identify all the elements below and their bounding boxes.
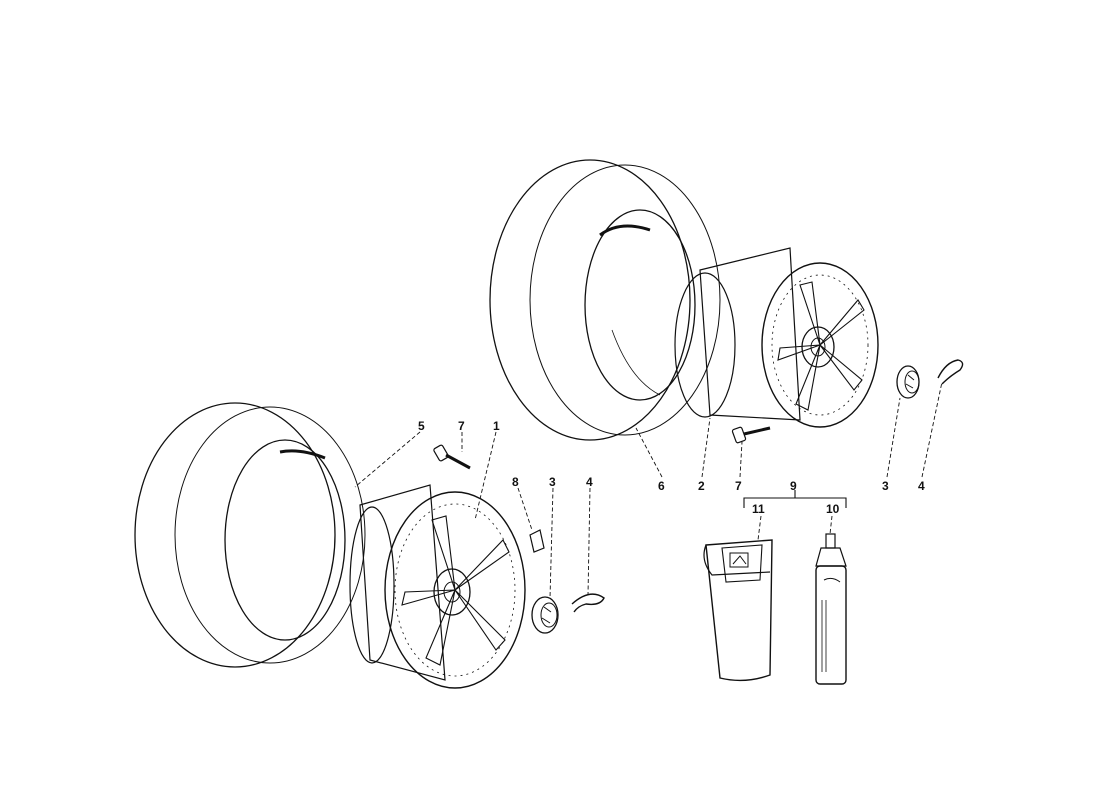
front-rim-icon	[349, 484, 526, 689]
callout-6: 6	[658, 479, 665, 493]
callout-3-front: 3	[549, 475, 556, 489]
callout-7-front: 7	[458, 419, 465, 433]
pouch-bag-icon	[703, 539, 773, 682]
leader-7b	[739, 441, 743, 478]
leader-6	[635, 427, 663, 478]
callout-1: 1	[493, 419, 500, 433]
rear-clip-icon	[937, 359, 964, 385]
leader-1	[474, 431, 497, 521]
front-tire-icon	[134, 402, 366, 668]
leader-3b	[886, 397, 901, 478]
rear-rim-icon	[674, 247, 879, 428]
front-valve-icon	[433, 444, 471, 470]
leader-2	[701, 417, 711, 478]
leader-11	[757, 515, 762, 541]
front-clip-icon	[571, 593, 605, 613]
leader-4b	[921, 381, 943, 478]
callout-5: 5	[418, 419, 425, 433]
balance-weight-icon	[529, 529, 545, 553]
bracket-9	[743, 490, 847, 508]
callout-8: 8	[512, 475, 519, 489]
callout-4-rear: 4	[918, 479, 925, 493]
rear-tire-icon	[489, 159, 721, 441]
callout-labels: 5 7 1 8 3 4 6 2 7 9 11 10 3 4	[418, 419, 925, 516]
leader-4a	[587, 487, 591, 596]
callout-10: 10	[826, 502, 840, 516]
rear-hub-cap-icon	[896, 365, 920, 399]
callout-4-front: 4	[586, 475, 593, 489]
callout-9: 9	[790, 479, 797, 493]
callout-11: 11	[752, 502, 765, 516]
leader-10	[829, 515, 833, 535]
leader-5	[354, 431, 421, 488]
leader-lines	[354, 381, 943, 599]
callout-3-rear: 3	[882, 479, 889, 493]
leader-3a	[549, 487, 554, 599]
callout-2: 2	[698, 479, 705, 493]
leader-8	[517, 487, 533, 531]
front-hub-cap-icon	[531, 596, 559, 634]
rear-valve-icon	[731, 426, 771, 444]
callout-7-rear: 7	[735, 479, 742, 493]
spray-can-icon	[815, 533, 847, 685]
